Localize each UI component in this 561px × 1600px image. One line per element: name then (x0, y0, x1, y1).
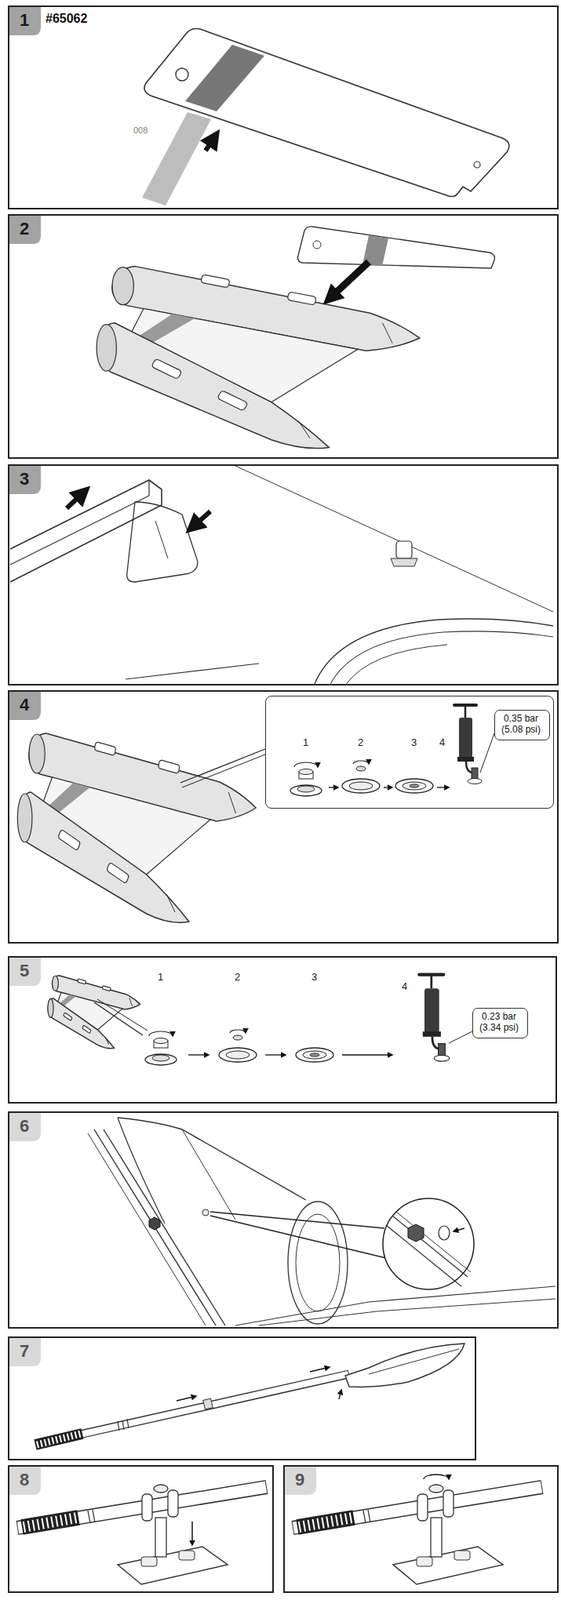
pressure-value: 0.23 bar (3.34 psi) (476, 1011, 522, 1035)
pressure-value: 0.35 bar (5.08 psi) (498, 713, 544, 736)
pressure-box: 0.23 bar (3.34 psi) (472, 1008, 529, 1039)
step-number: 8 (7, 1465, 41, 1496)
step-number: 1 (7, 5, 41, 36)
sub-step-number: 1 (157, 971, 561, 984)
step-number: 9 (283, 1465, 317, 1496)
step-number: 4 (7, 690, 41, 721)
step-panel: 1 #65062 (7, 5, 559, 210)
sub-step-number: 2 (234, 971, 561, 984)
step-number: 7 (7, 1336, 41, 1367)
step-panel: 9 (283, 1465, 559, 1594)
step-panel: 5 0.23 bar (3.34 psi) (7, 956, 558, 1104)
pressure-box: 0.35 bar (5.08 psi) (494, 710, 551, 741)
step-panel: 3 (7, 464, 559, 686)
model-number: #65062 (45, 11, 561, 26)
step-number: 3 (7, 464, 41, 495)
sub-step-number: 3 (311, 971, 561, 984)
step-panel: 6 (7, 1111, 559, 1330)
step-number: 6 (7, 1111, 41, 1142)
valve-steps-inset: 12340.35 bar (5.08 psi) (265, 695, 554, 809)
step-panel: 7 (7, 1336, 477, 1461)
step-panel: 2 (7, 214, 559, 459)
sub-step-number: 4 (401, 980, 561, 993)
step-panel: 4 12340.35 bar (5.08 psi) (7, 690, 559, 944)
step-number: 5 (7, 956, 41, 987)
step-panel: 8 (7, 1465, 274, 1594)
part-number: 008 (133, 125, 561, 135)
step-number: 2 (7, 214, 41, 245)
